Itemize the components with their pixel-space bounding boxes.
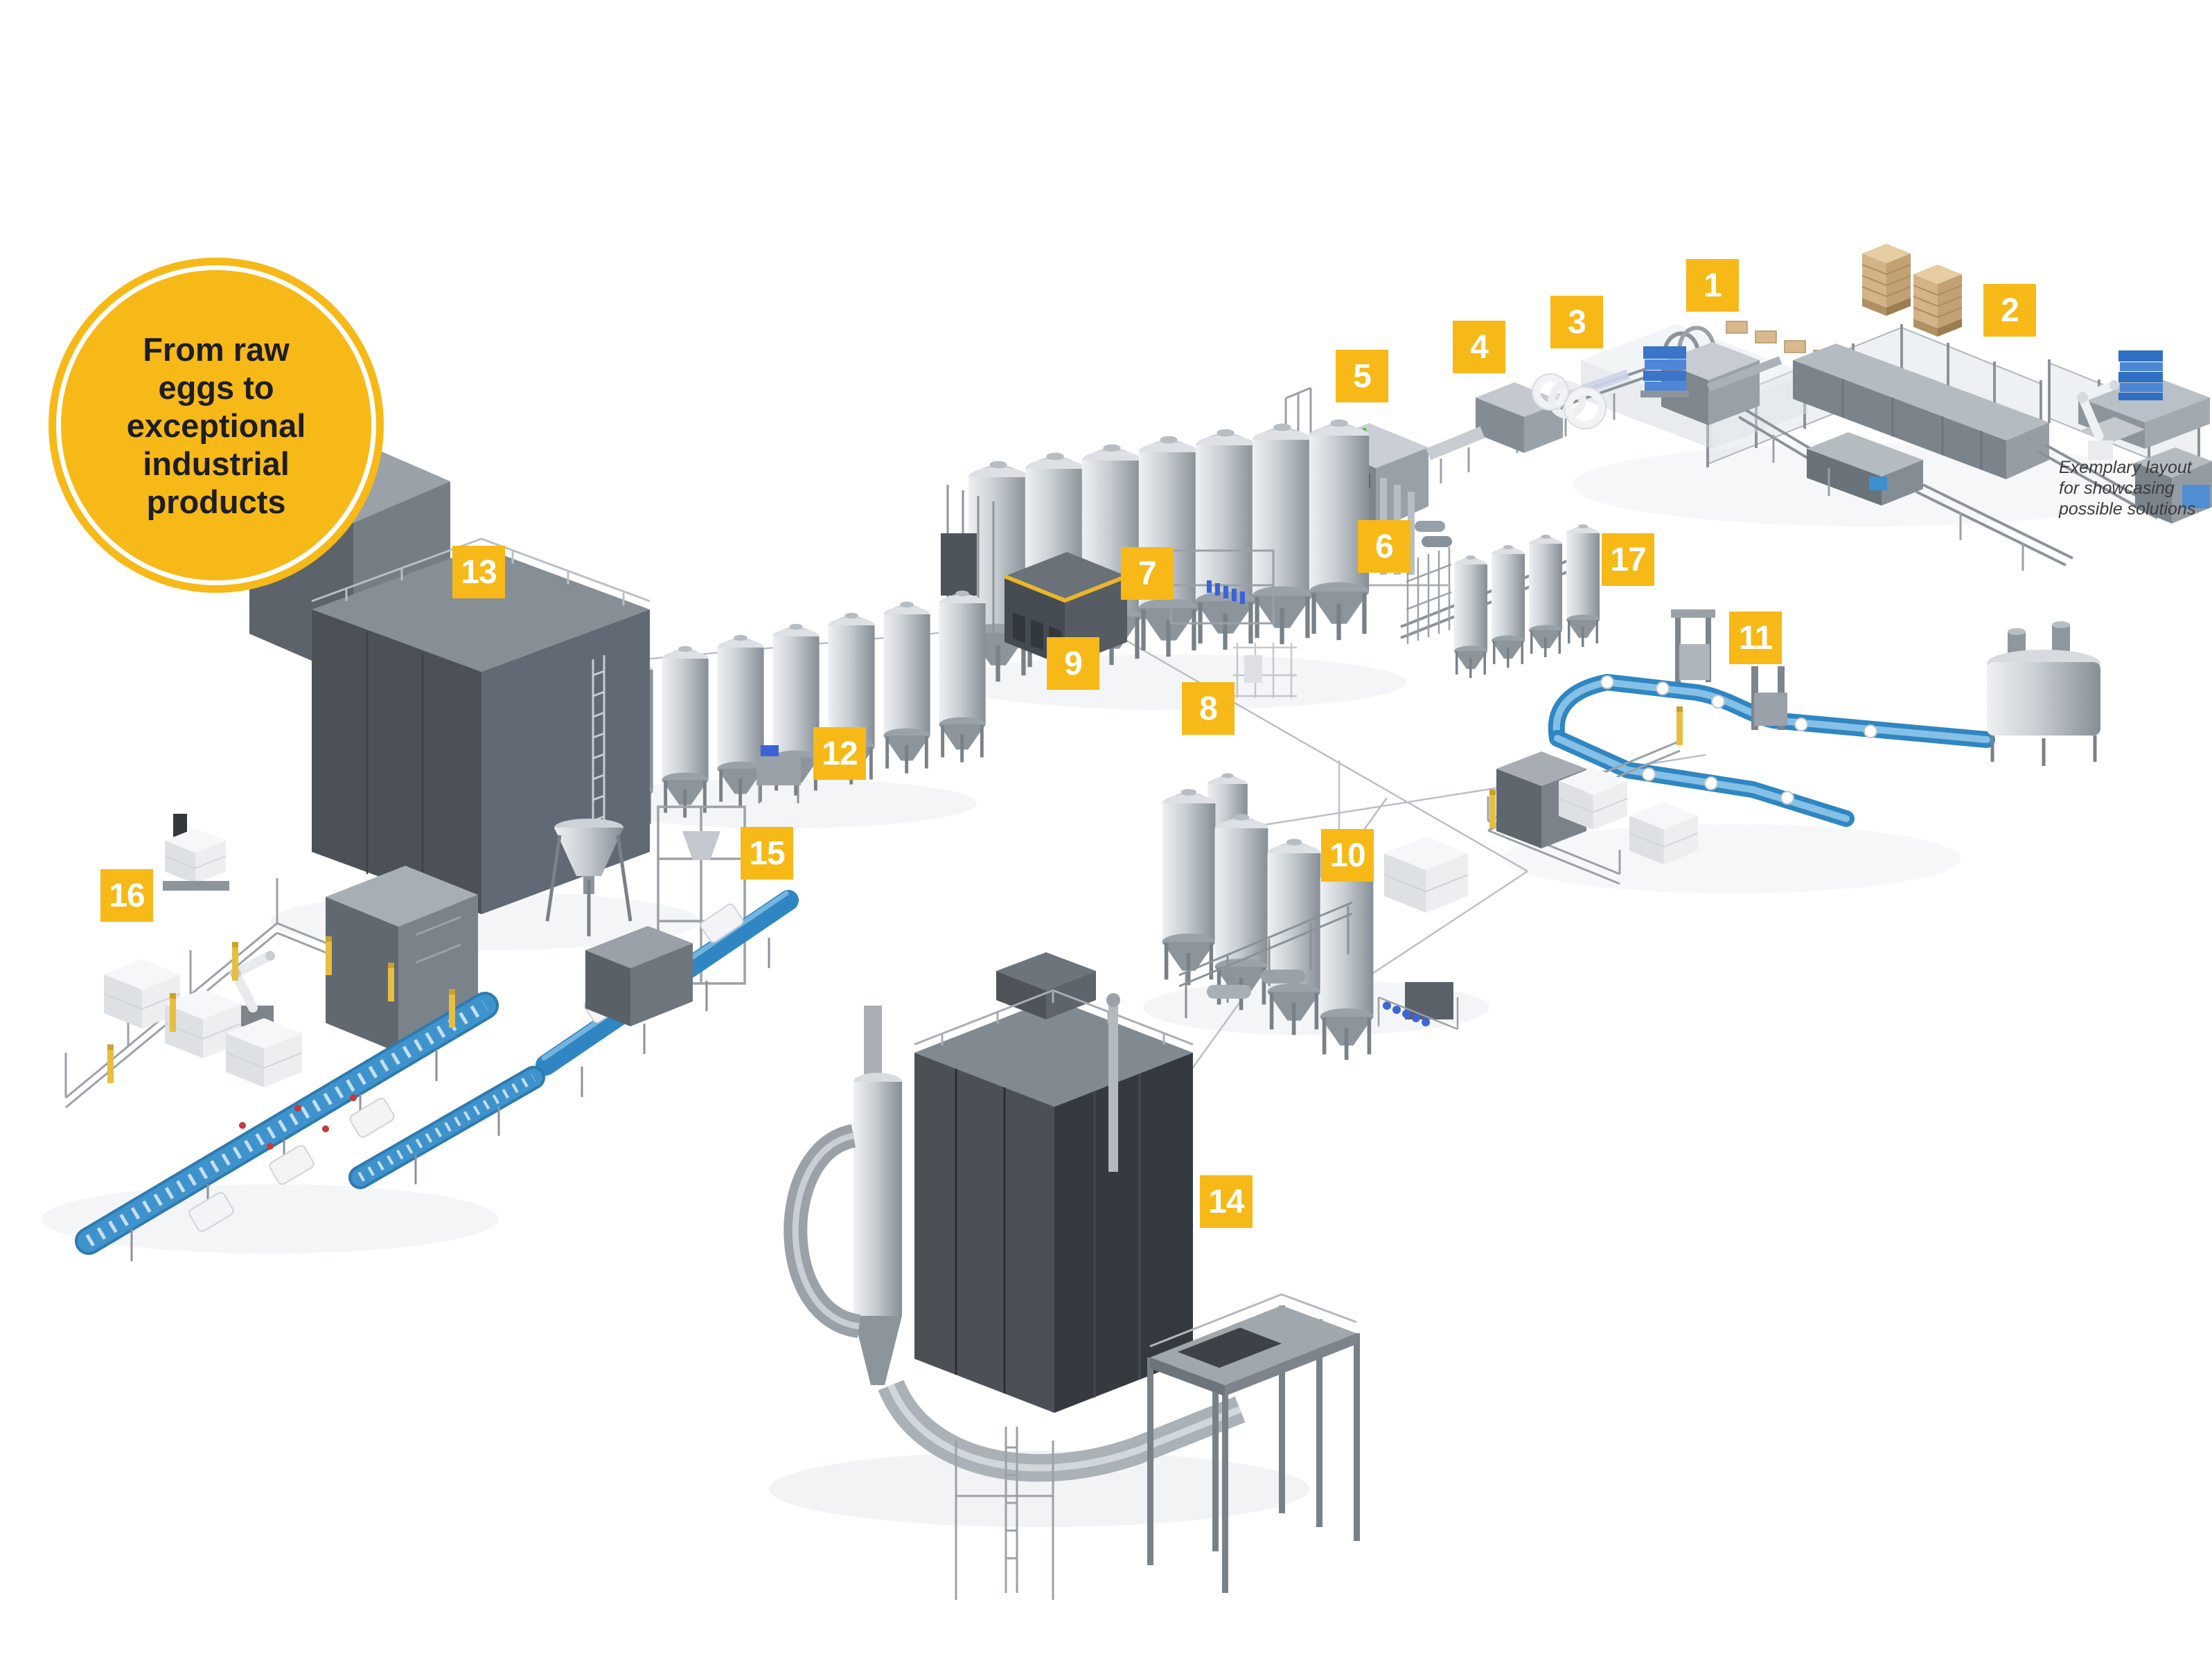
callout-16: 16	[100, 869, 153, 922]
callout-11: 11	[1729, 612, 1782, 664]
caption-line-1: Exemplary layout	[2059, 458, 2192, 477]
badge-line-1: From raw	[143, 330, 290, 368]
callout-4: 4	[1453, 321, 1505, 373]
callout-13: 13	[452, 546, 505, 598]
callout-6: 6	[1358, 520, 1410, 573]
callout-3: 3	[1550, 296, 1603, 348]
cluster-12-tank-row	[606, 590, 986, 829]
cluster-8-skid	[1233, 643, 1297, 698]
cluster-1-egg-reception	[1476, 243, 2073, 571]
badge-line-5: products	[146, 483, 286, 520]
cluster-13-wet-processor	[170, 400, 746, 985]
cluster-17-cip	[1400, 524, 1600, 678]
caption-line-3: possible solutions	[2059, 499, 2196, 519]
callout-15: 15	[741, 827, 793, 880]
callout-7: 7	[1121, 547, 1174, 600]
cluster-2-packing-line	[2037, 350, 2212, 524]
callout-1: 1	[1686, 259, 1739, 312]
callout-12: 12	[813, 727, 866, 780]
cluster-15-bag-line	[536, 890, 799, 1097]
cluster-11-filling-line	[1487, 609, 2100, 885]
callout-5: 5	[1336, 350, 1388, 402]
callout-9: 9	[1047, 637, 1099, 690]
badge-line-2: eggs to	[158, 368, 274, 406]
callout-8: 8	[1182, 682, 1235, 735]
callout-17: 17	[1602, 533, 1654, 586]
caption: Exemplary layout for showcasing possible…	[2059, 457, 2195, 519]
headline-badge: From raw eggs to exceptional industrial …	[48, 258, 384, 593]
badge-line-3: exceptional	[126, 407, 306, 444]
cluster-14-spray-dryer	[784, 952, 1360, 1600]
cluster-16-palletizing-cell	[64, 814, 545, 1261]
callout-10: 10	[1321, 829, 1374, 882]
callout-2: 2	[1983, 284, 2036, 337]
caption-line-2: for showcasing	[2059, 479, 2175, 498]
badge-line-4: industrial	[143, 445, 290, 482]
cluster-10-tank-farm	[1162, 773, 1469, 1060]
callout-14: 14	[1200, 1175, 1253, 1228]
